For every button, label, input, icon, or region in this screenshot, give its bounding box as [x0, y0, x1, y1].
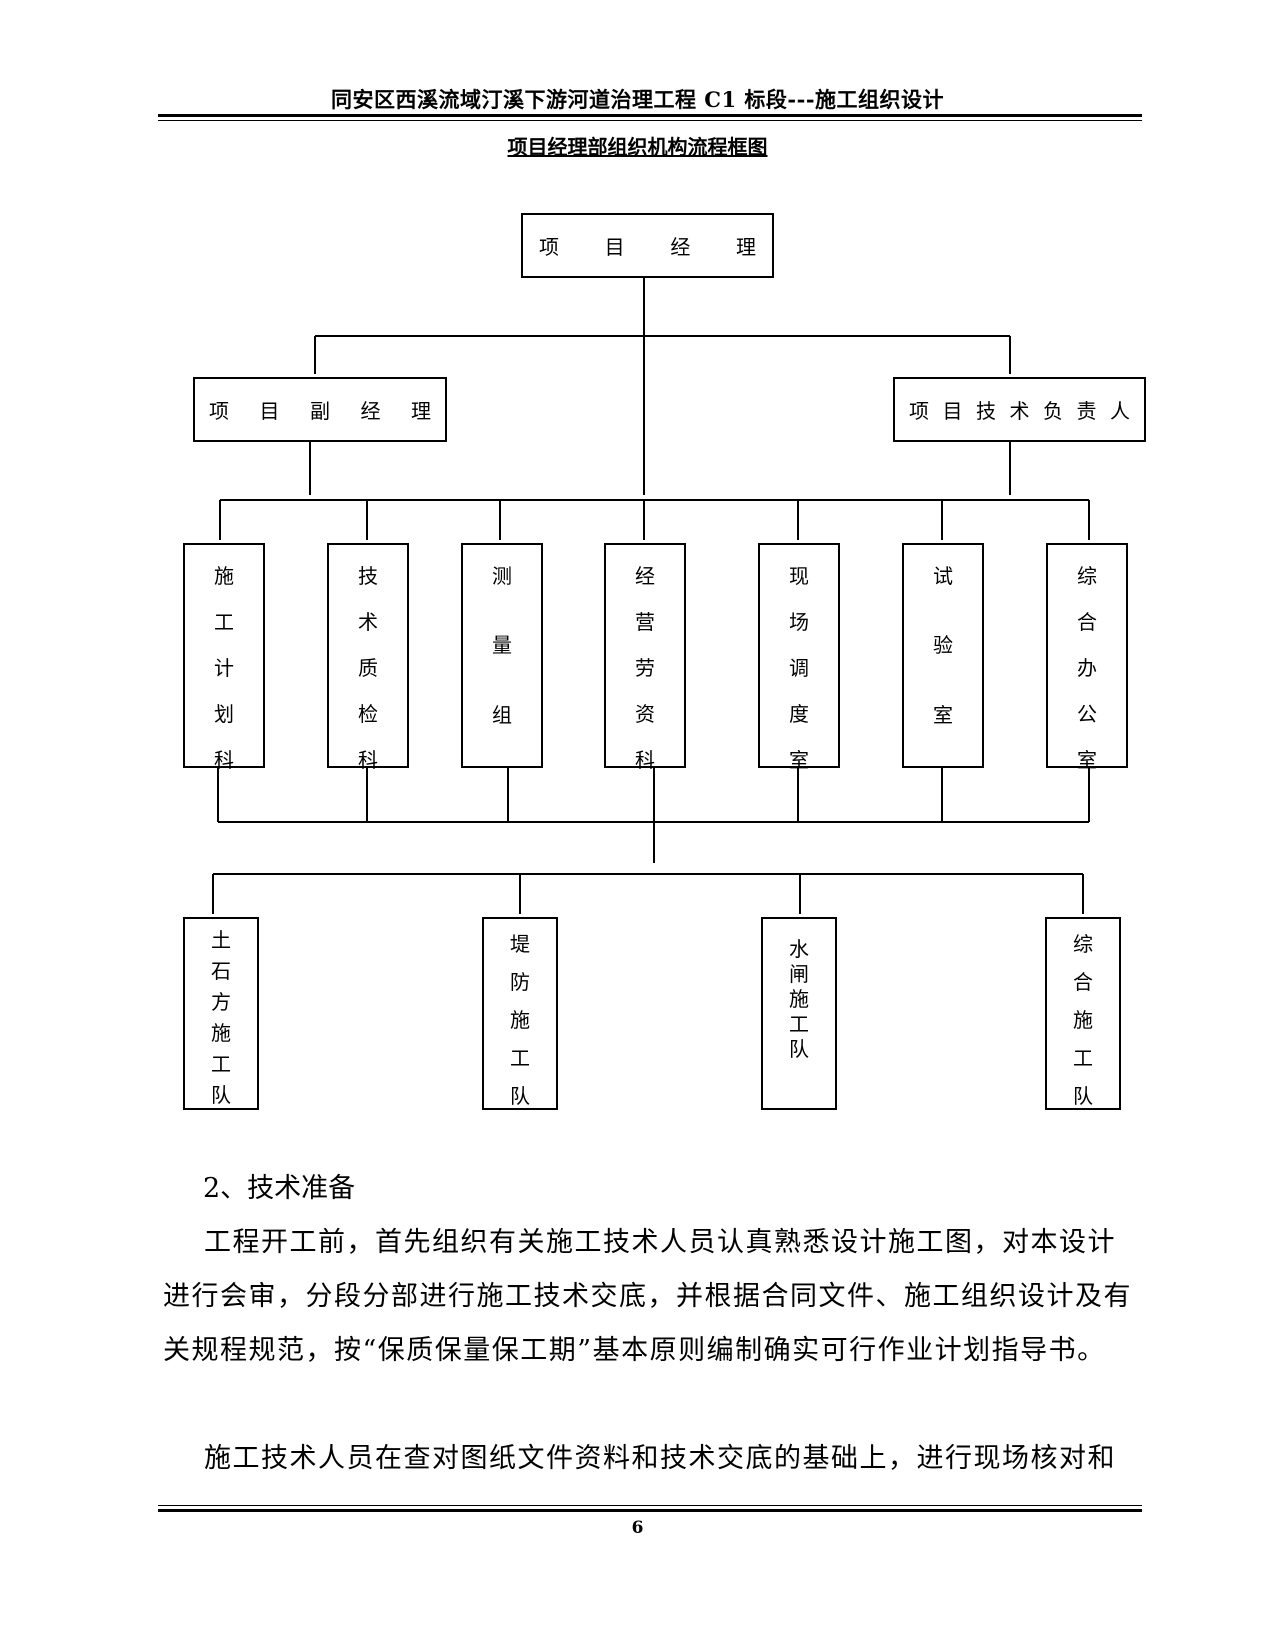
team-sluice: 水 闸 施 工 队	[761, 917, 837, 1110]
manager-char: 项	[539, 235, 559, 259]
dept-char: 现	[789, 564, 809, 588]
team-char: 合	[1073, 970, 1093, 994]
tech-lead-char: 项	[909, 399, 929, 423]
dept-general-office: 综 合 办 公 室	[1046, 543, 1128, 772]
body-paragraph-1: 工程开工前，首先组织有关施工技术人员认真熟悉设计施工图，对本设计进行会审，分段分…	[163, 1227, 1132, 1366]
team-char: 综	[1073, 932, 1093, 956]
page-header: 同安区西溪流域汀溪下游河道治理工程 C1 标段---施工组织设计	[330, 87, 945, 112]
dept-char: 室	[933, 703, 953, 727]
dept-char: 量	[492, 633, 512, 657]
dept-business-labor: 经 营 劳 资 科	[604, 543, 686, 772]
dept-construction-planning: 施 工 计 划 科	[183, 543, 265, 772]
team-char: 工	[789, 1012, 809, 1036]
dept-char: 公	[1077, 702, 1097, 726]
team-char: 土	[211, 928, 231, 952]
dept-char: 试	[933, 564, 953, 588]
dept-site-dispatch: 现 场 调 度 室	[758, 543, 840, 772]
dept-survey: 测 量 组	[461, 543, 543, 768]
dept-laboratory: 试 验 室	[902, 543, 984, 768]
dept-char: 术	[358, 610, 378, 634]
dept-char: 验	[933, 633, 953, 657]
dept-char: 合	[1077, 610, 1097, 634]
team-char: 石	[211, 959, 231, 983]
dept-char: 工	[214, 610, 234, 634]
project-manager-box: 项 目 经 理	[521, 213, 774, 278]
dept-char: 办	[1077, 656, 1097, 680]
dept-char: 科	[635, 748, 655, 772]
manager-char: 理	[735, 235, 756, 259]
team-char: 施	[1073, 1008, 1093, 1032]
team-char: 施	[510, 1008, 530, 1032]
team-char: 工	[510, 1046, 530, 1070]
dept-char: 度	[789, 702, 809, 726]
tech-lead-char: 责	[1076, 399, 1097, 423]
team-char: 施	[789, 987, 809, 1011]
dept-char: 施	[214, 564, 234, 588]
team-embankment: 堤 防 施 工 队	[482, 917, 558, 1110]
team-char: 工	[1073, 1046, 1093, 1070]
team-char: 队	[789, 1037, 809, 1061]
team-char: 队	[211, 1083, 231, 1107]
dept-char: 科	[358, 748, 378, 772]
manager-char: 目	[604, 235, 625, 259]
dept-char: 科	[214, 748, 234, 772]
dept-char: 经	[635, 564, 655, 588]
team-char: 工	[211, 1052, 231, 1076]
deputy-char: 项	[209, 399, 229, 423]
body-paragraph-2: 施工技术人员在查对图纸文件资料和技术交底的基础上，进行现场核对和	[204, 1443, 1116, 1474]
section-heading: 2、技术准备	[203, 1173, 356, 1204]
team-char: 队	[1073, 1084, 1093, 1108]
org-chart-connectors	[212, 277, 1090, 914]
deputy-char: 理	[411, 399, 431, 423]
dept-char: 计	[214, 656, 234, 680]
footer-rule-thick	[158, 1509, 1142, 1512]
tech-lead-char: 负	[1043, 399, 1063, 423]
team-char: 水	[789, 937, 809, 961]
tech-lead-char: 技	[976, 399, 996, 423]
team-char: 堤	[510, 932, 530, 956]
dept-char: 检	[358, 702, 378, 726]
footer-rule-thin	[158, 1505, 1142, 1506]
team-char: 防	[510, 970, 530, 994]
page-number: 6	[631, 1518, 644, 1538]
dept-char: 划	[214, 702, 234, 726]
team-char: 队	[510, 1084, 530, 1108]
dept-char: 综	[1077, 564, 1097, 588]
team-char: 施	[211, 1021, 231, 1045]
tech-lead-char: 术	[1009, 399, 1030, 423]
dept-char: 组	[492, 703, 512, 727]
team-general: 综 合 施 工 队	[1045, 917, 1121, 1110]
team-char: 闸	[789, 962, 809, 986]
deputy-char: 副	[310, 399, 330, 423]
dept-char: 室	[1077, 748, 1097, 772]
team-earthwork: 土 石 方 施 工 队	[183, 917, 259, 1110]
dept-char: 营	[635, 610, 655, 634]
dept-char: 技	[358, 564, 378, 588]
tech-lead-char: 目	[942, 399, 963, 423]
deputy-char: 经	[360, 399, 381, 423]
chart-title: 项目经理部组织机构流程框图	[507, 135, 768, 159]
dept-technical-quality: 技 术 质 检 科	[327, 543, 409, 772]
dept-char: 质	[358, 656, 378, 680]
dept-char: 场	[789, 610, 809, 634]
dept-char: 调	[789, 656, 809, 680]
team-char: 方	[211, 990, 231, 1014]
tech-lead-char: 人	[1110, 399, 1130, 423]
header-rule-thick	[158, 114, 1142, 117]
dept-char: 测	[492, 564, 512, 588]
dept-char: 劳	[635, 656, 655, 680]
technical-lead-box: 项 目 技 术 负 责 人	[893, 377, 1146, 442]
header-rule-thin	[158, 120, 1142, 121]
deputy-char: 目	[259, 399, 280, 423]
deputy-manager-box: 项 目 副 经 理	[193, 377, 447, 442]
dept-char: 室	[789, 748, 809, 772]
dept-char: 资	[635, 702, 655, 726]
manager-char: 经	[670, 235, 691, 259]
